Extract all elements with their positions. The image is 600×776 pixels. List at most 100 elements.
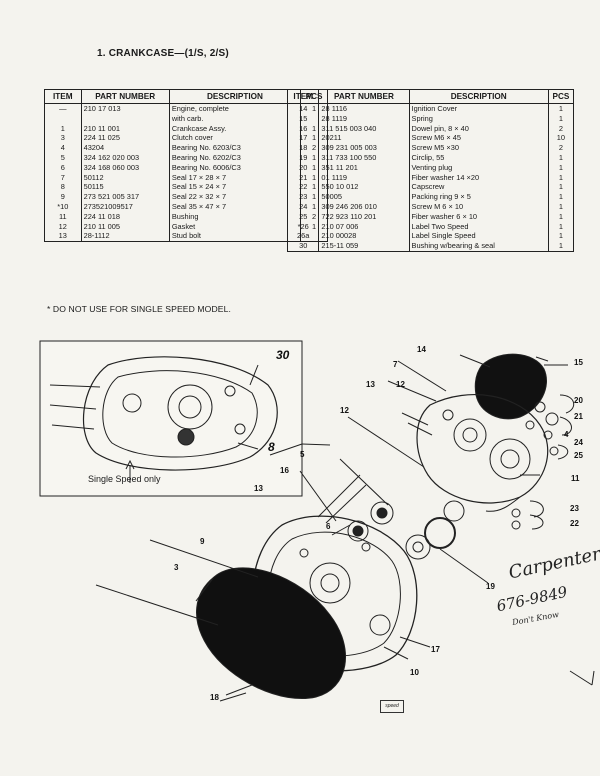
callout-24: 24 <box>574 438 583 447</box>
description-cell: Seal 15 × 24 × 7 <box>168 182 302 193</box>
callout-9: 9 <box>200 537 205 546</box>
callout-20: 20 <box>574 396 583 405</box>
part-number-cell: 50112 <box>80 172 170 183</box>
pcs-cell: 1 <box>547 162 575 173</box>
part-number-cell: 311 515 003 040 <box>318 123 410 134</box>
description-cell: Screw M6 × 45 <box>408 133 549 144</box>
part-number-cell: 28 1119 <box>318 113 410 124</box>
item-cell: 5 <box>44 152 82 163</box>
exploded-diagram <box>39 340 595 702</box>
part-number-cell: 43204 <box>80 143 170 153</box>
parts-table-left: ITEM PART NUMBER DESCRIPTION PCS —210 17… <box>44 89 328 243</box>
callout-7: 7 <box>393 360 398 369</box>
pcs-cell: 1 <box>547 201 575 212</box>
part-number-cell: 722 923 110 201 <box>318 211 410 222</box>
part-number-cell: 324 162 020 003 <box>80 152 170 163</box>
part-number-cell: 351 11 201 <box>318 162 410 173</box>
item-cell: 13 <box>44 231 82 243</box>
item-cell: *26 <box>286 221 320 232</box>
pcs-cell: 2 <box>547 143 575 153</box>
description-cell: Packing ring 9 × 5 <box>408 192 549 202</box>
part-number-cell: 28-1112 <box>80 231 170 243</box>
description-cell: Engine, complete <box>168 103 302 114</box>
part-number-cell: 324 168 060 003 <box>80 162 170 173</box>
section-title: 1. CRANKCASE—(1/S, 2/S) <box>97 48 229 59</box>
header-part-number: PART NUMBER <box>318 89 410 104</box>
description-cell: Seal 22 × 32 × 7 <box>168 192 302 202</box>
item-cell: 4 <box>44 143 82 153</box>
callout-12-top: 12 <box>396 380 405 389</box>
pcs-cell: 1 <box>547 152 575 163</box>
item-cell: 17 <box>286 133 320 144</box>
item-cell <box>44 113 82 124</box>
table-header-row: ITEM PART NUMBER DESCRIPTION PCS <box>44 89 328 104</box>
item-cell: 9 <box>44 192 82 202</box>
part-number-cell: 210 00028 <box>318 231 410 242</box>
pcs-cell: 1 <box>547 231 575 242</box>
callout-14: 14 <box>417 345 426 354</box>
item-cell: 14 <box>286 103 320 114</box>
item-cell: 25 <box>286 211 320 222</box>
part-number-cell: 224 11 018 <box>80 211 170 222</box>
description-cell: Fiber washer 6 × 10 <box>408 211 549 222</box>
pcs-cell: 1 <box>547 192 575 202</box>
callout-21: 21 <box>574 412 583 421</box>
item-cell: 11 <box>44 211 82 222</box>
description-cell: with carb. <box>168 113 302 124</box>
part-number-cell: 550 10 012 <box>318 182 410 193</box>
part-number-cell: 215-11 059 <box>318 241 410 252</box>
item-cell: 26a <box>286 231 320 242</box>
callout-3: 3 <box>174 563 179 572</box>
pcs-cell: 1 <box>547 113 575 124</box>
description-cell: Clutch cover <box>168 133 302 144</box>
description-cell: Screw M 6 × 10 <box>408 201 549 212</box>
description-cell: Label Single Speed <box>408 231 549 242</box>
item-cell: 1 <box>44 123 82 134</box>
description-cell: Ignition Cover <box>408 103 549 114</box>
callout-15: 15 <box>574 358 583 367</box>
callout-22: 22 <box>570 519 579 528</box>
description-cell: Bearing No. 6203/C3 <box>168 143 302 153</box>
item-cell: 15 <box>286 113 320 124</box>
part-number-cell: 28 1116 <box>318 103 410 114</box>
callout-25: 25 <box>574 451 583 460</box>
part-number-cell: 01 1119 <box>318 172 410 183</box>
part-number-cell: 20211 <box>318 133 410 144</box>
part-number-cell: 210 07 006 <box>318 221 410 232</box>
part-number-cell: 210 17 013 <box>80 103 170 114</box>
callout-11: 11 <box>571 474 580 483</box>
description-cell: Bushing <box>168 211 302 222</box>
part-number-cell: 224 11 025 <box>80 133 170 144</box>
part-number-cell: 273521009517 <box>80 201 170 212</box>
description-cell: Circlip, 55 <box>408 152 549 163</box>
pcs-cell: 1 <box>547 211 575 222</box>
part-number-cell: 50005 <box>318 192 410 202</box>
callout-5: 5 <box>300 450 305 459</box>
description-cell: Spring <box>408 113 549 124</box>
description-cell: Screw M5 ×30 <box>408 143 549 153</box>
description-cell: Crankcase Assy. <box>168 123 302 134</box>
item-cell: 18 <box>286 143 320 153</box>
item-cell: 22 <box>286 182 320 193</box>
part-number-cell: 210 11 005 <box>80 221 170 232</box>
single-speed-note: * DO NOT USE FOR SINGLE SPEED MODEL. <box>47 304 231 314</box>
item-cell: 6 <box>44 162 82 173</box>
callout-18: 18 <box>210 693 219 702</box>
item-cell: 3 <box>44 133 82 144</box>
part-number-cell: 210 11 001 <box>80 123 170 134</box>
item-cell: 30 <box>286 241 320 252</box>
callout-13-top: 13 <box>366 380 375 389</box>
callout-23: 23 <box>570 504 579 513</box>
